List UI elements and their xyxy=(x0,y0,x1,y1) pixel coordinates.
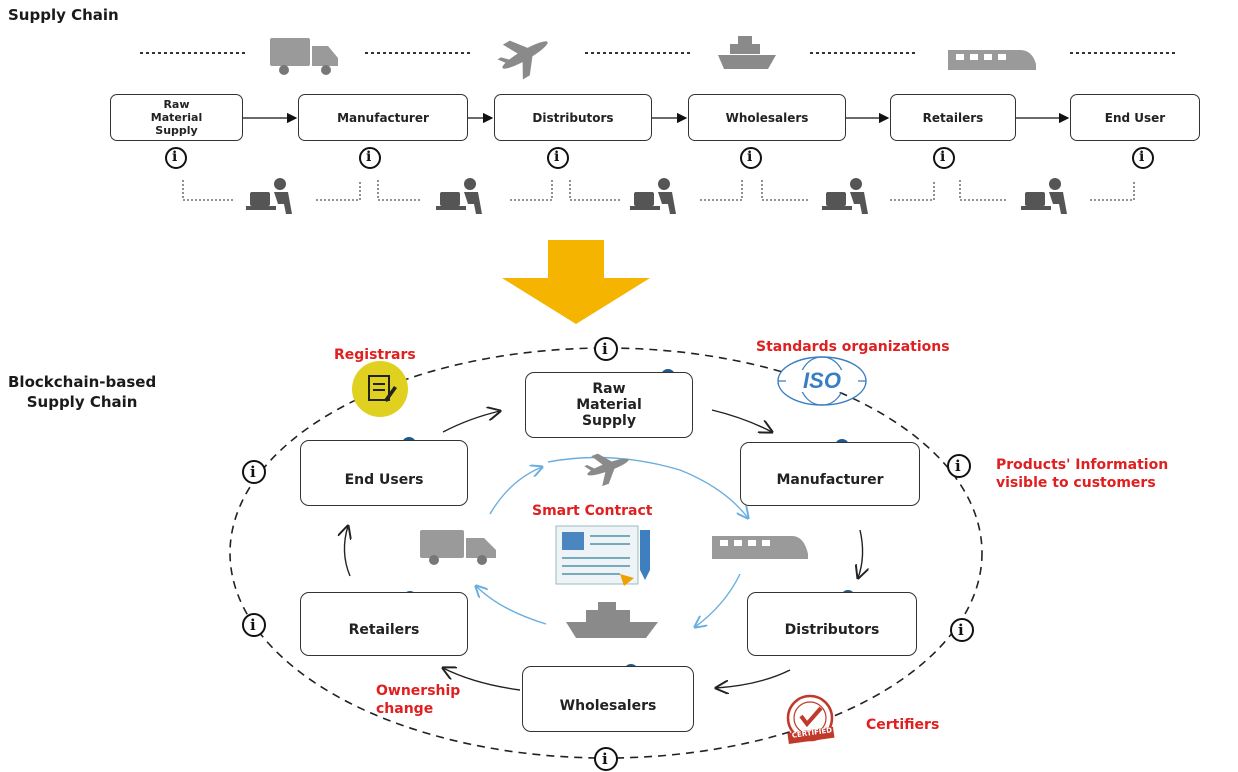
registrars-label: Registrars xyxy=(334,347,416,363)
top-node-raw-material: Raw Material Supply xyxy=(110,94,243,141)
products-information-label: Products' Information visible to custome… xyxy=(996,457,1169,491)
info-icon: i xyxy=(1139,149,1145,165)
plane-icon xyxy=(497,40,548,80)
info-icon: i xyxy=(955,457,961,475)
train-icon xyxy=(948,50,1036,70)
node-manufacturer: Manufacturer xyxy=(740,442,920,506)
center-train-icon xyxy=(712,536,808,559)
info-icon: i xyxy=(250,616,256,634)
center-plane-icon xyxy=(584,453,629,487)
info-icon: i xyxy=(602,750,608,768)
iso-logo-icon xyxy=(777,356,867,406)
info-icon: i xyxy=(366,149,372,165)
outer-cycle-arrows xyxy=(344,410,862,690)
ship-icon xyxy=(718,36,776,69)
top-node-manufacturer: Manufacturer xyxy=(298,94,468,141)
info-icon: i xyxy=(958,621,964,639)
transition-arrow xyxy=(502,240,650,324)
info-icon: i xyxy=(172,149,178,165)
top-node-retailers: Retailers xyxy=(890,94,1016,141)
standards-organizations-label: Standards organizations xyxy=(756,339,950,355)
node-distributors: Distributors xyxy=(747,592,917,656)
smart-contract-label: Smart Contract xyxy=(532,503,653,519)
info-icon: i xyxy=(602,340,608,358)
center-ship-icon xyxy=(566,602,658,638)
info-icon: i xyxy=(747,149,753,165)
inner-smart-contract-arrows xyxy=(476,456,748,628)
top-node-end-user: End User xyxy=(1070,94,1200,141)
info-icon: i xyxy=(554,149,560,165)
iso-logo-text: ISO xyxy=(803,368,841,393)
node-raw-material-supply: Raw Material Supply xyxy=(525,372,693,438)
truck-icon xyxy=(270,38,338,75)
info-icon: i xyxy=(940,149,946,165)
certified-stamp-icon xyxy=(786,694,835,745)
registrar-icon xyxy=(352,361,408,417)
top-node-distributors: Distributors xyxy=(494,94,652,141)
top-node-wholesalers: Wholesalers xyxy=(688,94,846,141)
center-truck-icon xyxy=(420,530,496,565)
blockchain-supply-chain-title: Blockchain-based Supply Chain xyxy=(8,373,157,411)
certifiers-label: Certifiers xyxy=(866,717,940,733)
person-computer-icons xyxy=(246,178,1067,214)
node-end-users: End Users xyxy=(300,440,468,506)
top-info-circles xyxy=(165,147,1154,169)
ring-info-circles xyxy=(242,337,974,771)
smart-contract-icon xyxy=(555,525,650,586)
top-info-connectors xyxy=(182,180,1135,201)
info-icon: i xyxy=(250,463,256,481)
ownership-change-label: Ownership change xyxy=(376,683,461,717)
node-wholesalers: Wholesalers xyxy=(522,666,694,732)
node-retailers: Retailers xyxy=(300,592,468,656)
supply-chain-title: Supply Chain xyxy=(8,6,119,24)
